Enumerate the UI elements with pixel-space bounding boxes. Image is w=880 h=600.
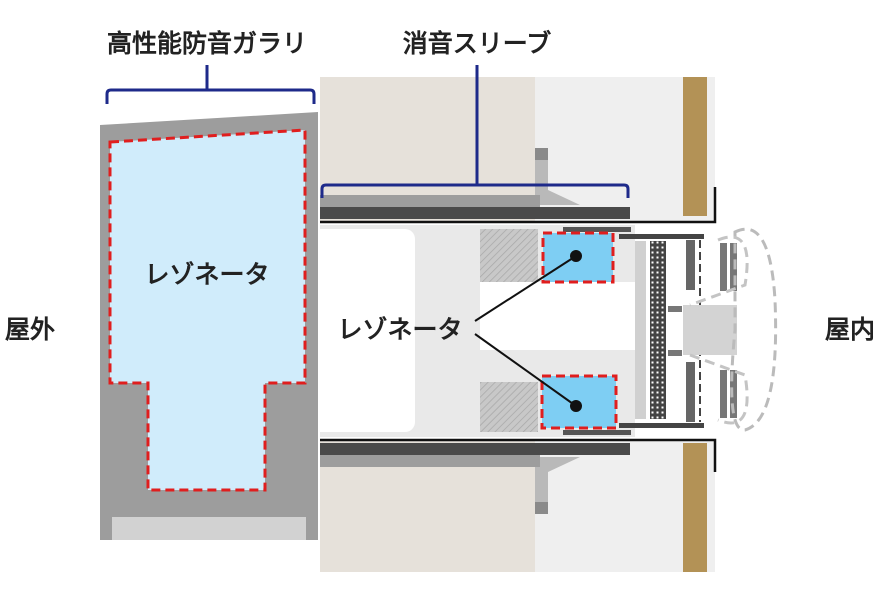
absorber-top <box>480 229 538 282</box>
post-top <box>535 148 548 205</box>
resonator-top-plate <box>563 227 631 232</box>
sleeve-cavity <box>310 229 415 432</box>
cap-center <box>683 305 737 355</box>
cap-fin-4 <box>730 370 737 418</box>
label-resonator-left: レゾネータ <box>144 260 269 289</box>
sleeve-top-outer <box>320 195 540 207</box>
louver-base <box>112 517 306 540</box>
post-top-brace <box>548 190 580 205</box>
grille-louver-bottom <box>686 362 695 422</box>
post-bottom <box>535 457 548 514</box>
airflow-channel <box>480 282 635 350</box>
cap-fin-1 <box>720 243 727 291</box>
duct-outline-top <box>320 187 717 224</box>
resonator-large <box>108 128 307 492</box>
post-bottom-cap <box>535 502 548 514</box>
grille-frame-top <box>619 234 704 239</box>
cap-bracket-top <box>668 306 682 312</box>
grille-mesh <box>650 241 666 419</box>
sleeve-top <box>320 207 630 219</box>
leader-line-top <box>474 255 577 322</box>
sleeve-bottom-outer <box>320 455 540 467</box>
cap-fin-3 <box>720 370 727 418</box>
sleeve-bottom <box>320 443 630 455</box>
grille-frame-bottom <box>619 423 704 428</box>
louver-bracket <box>105 65 316 104</box>
leader-dot-top <box>570 250 582 262</box>
post-bottom-brace <box>548 457 580 472</box>
cap-open-outline-outer <box>730 227 778 432</box>
resonator-bottom-plate <box>563 430 631 435</box>
wood-trim-bottom <box>683 443 707 572</box>
absorber-bottom <box>480 382 538 432</box>
label-resonator-center: レゾネータ <box>337 315 462 344</box>
sleeve-bracket <box>320 65 630 198</box>
post-top-cap <box>535 148 548 160</box>
grille-panel <box>635 241 646 419</box>
label-sleeve: 消音スリーブ <box>403 29 552 58</box>
leader-line-bottom <box>474 333 577 407</box>
cap-open-outline-inner <box>689 235 749 425</box>
leader-dot-bottom <box>570 400 582 412</box>
label-outdoor: 屋外 <box>5 315 55 344</box>
label-louver: 高性能防音ガラリ <box>107 29 307 58</box>
label-indoor: 屋内 <box>825 315 875 344</box>
grille-louver-top <box>686 240 695 290</box>
wood-trim-top <box>683 77 707 216</box>
duct-outline-bottom <box>320 438 717 472</box>
cap-bracket-bottom <box>668 350 682 356</box>
